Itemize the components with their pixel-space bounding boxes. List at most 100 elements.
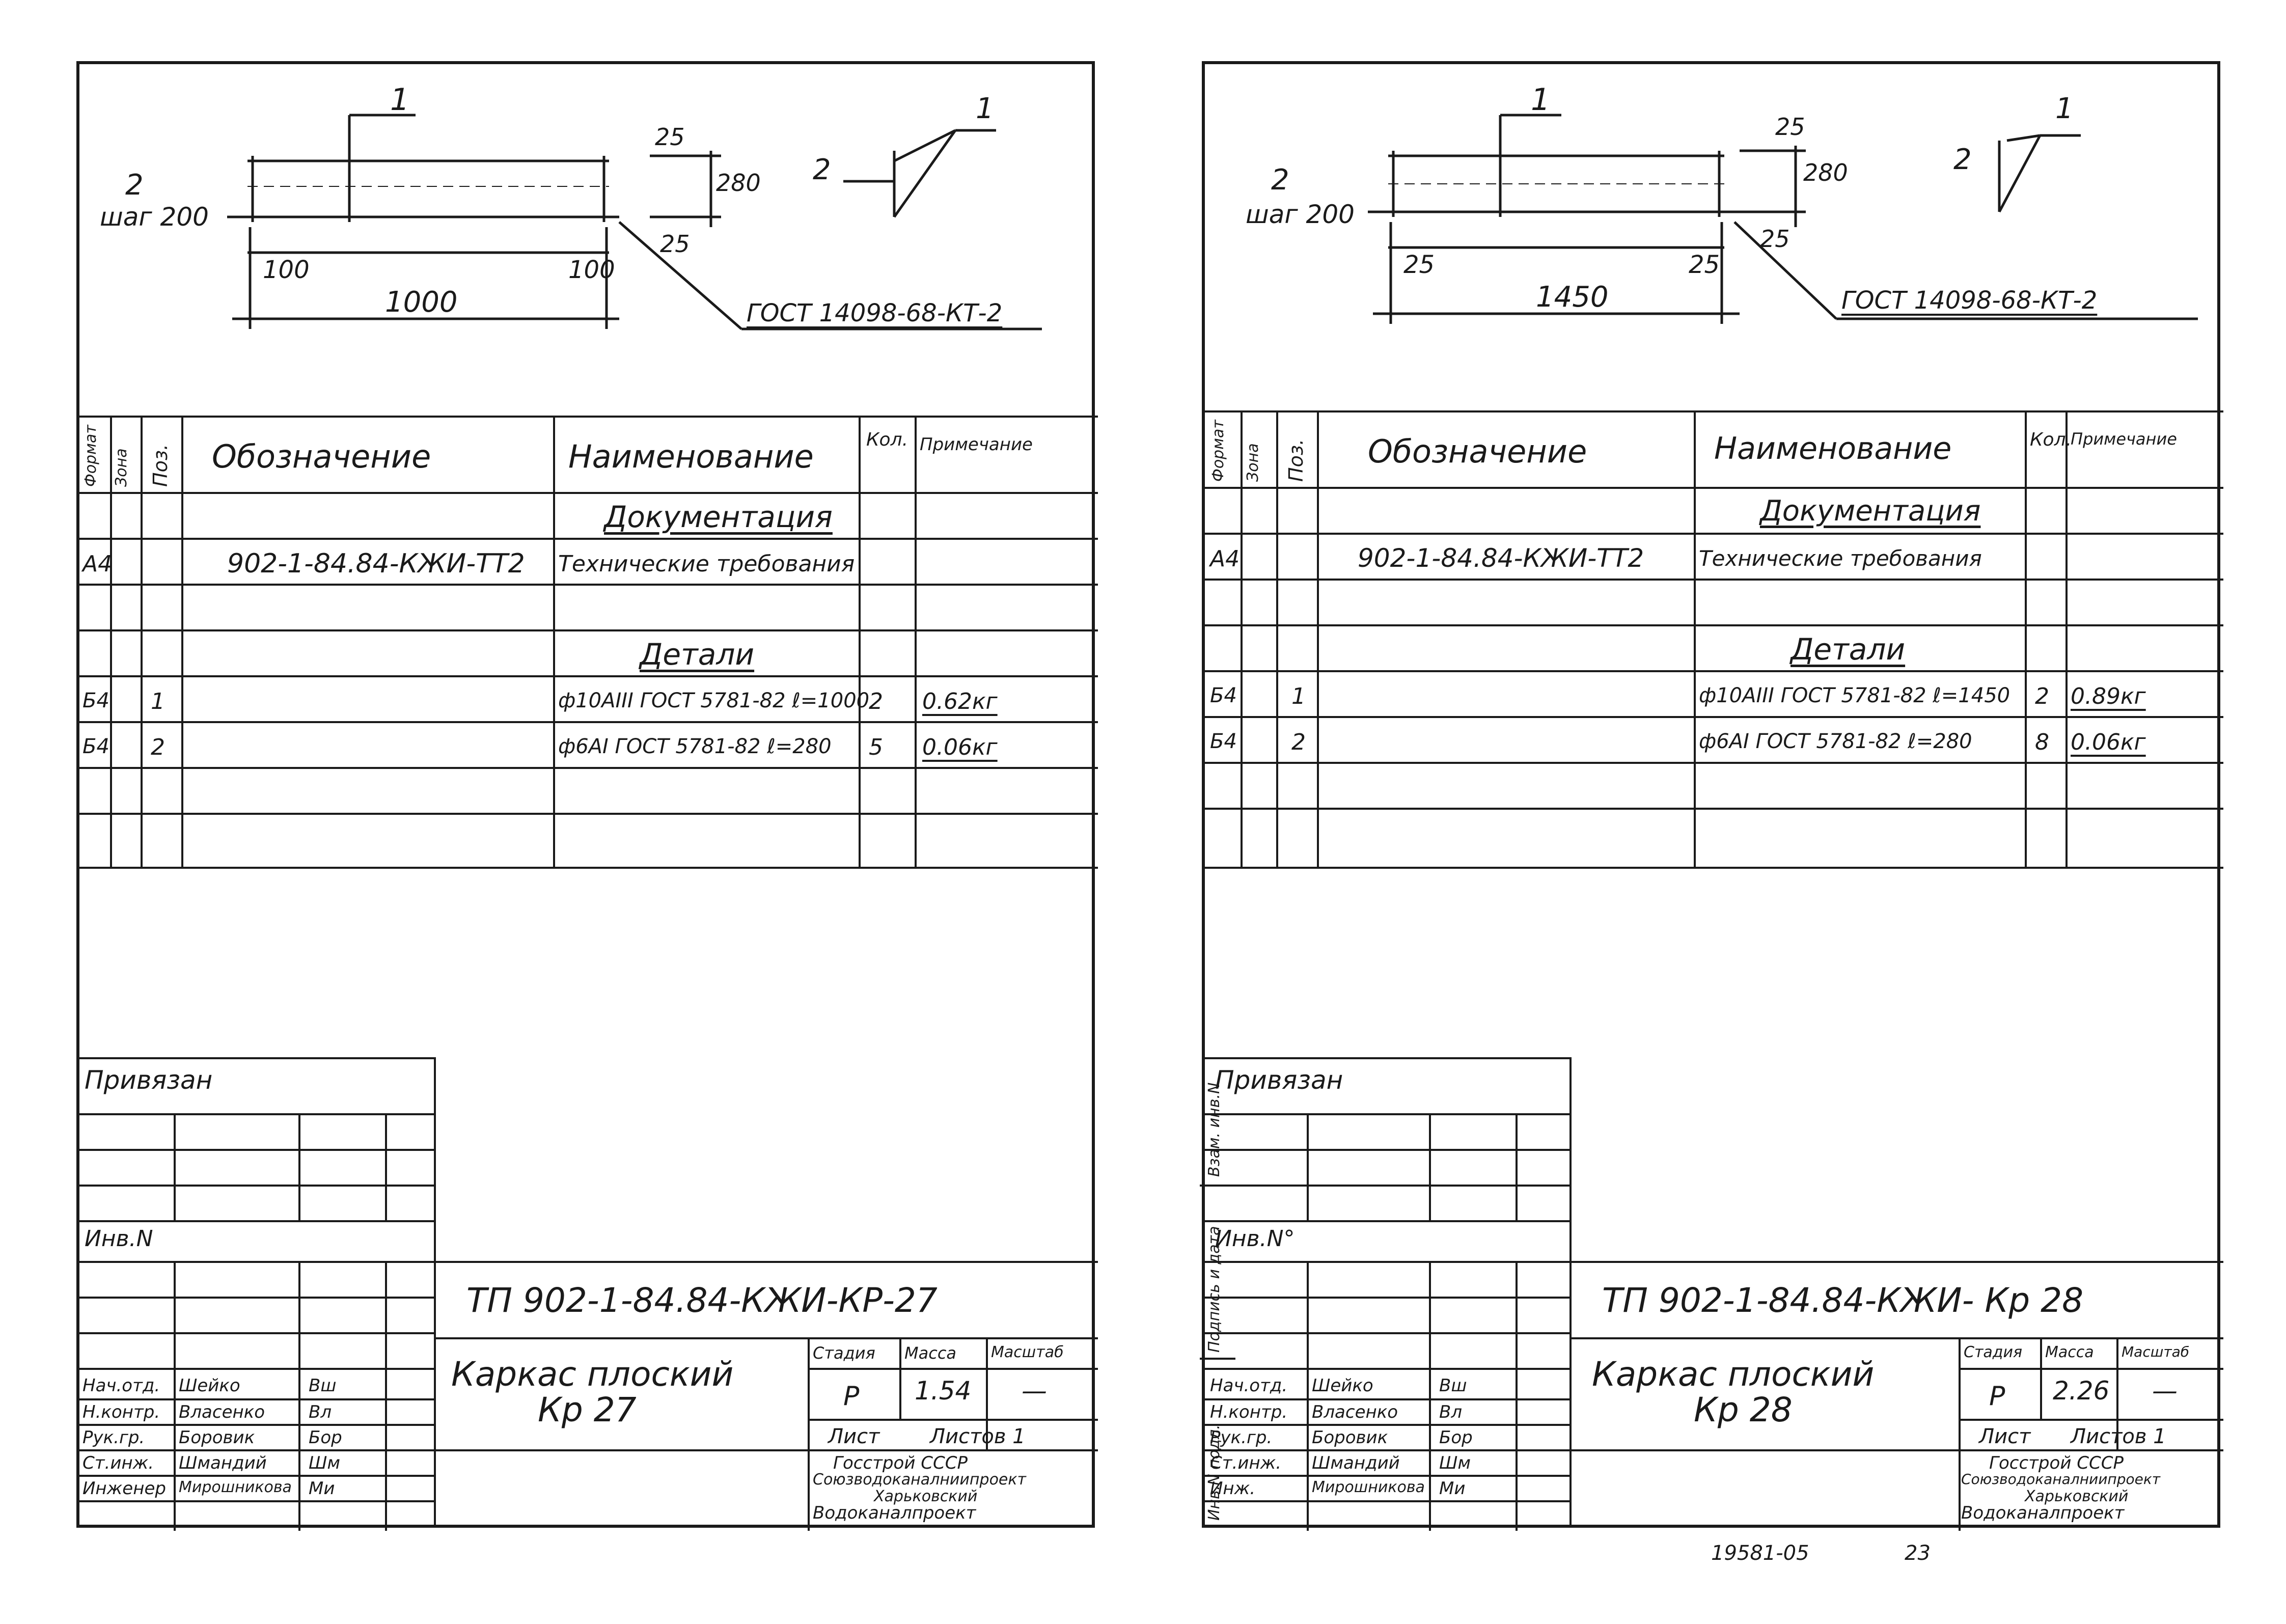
part2-note: 0.06кг (922, 734, 998, 760)
item-mark: Кр 27 (538, 1390, 637, 1429)
title-block: ТП 902-1-84.84-КЖИ- Кр 28 Каркас плоский… (1205, 1261, 2223, 1531)
org-line3: Харьковский (2025, 1488, 2129, 1505)
dim-end-left: 25 (1403, 251, 1435, 279)
attached-block: Привязан Инв.N (79, 1057, 436, 1528)
mass-label: Масса (2045, 1343, 2094, 1361)
dim-length: 1000 (385, 286, 458, 319)
person-name: Власенко (179, 1402, 265, 1422)
person-signature: Шм (1439, 1453, 1471, 1473)
sheets-label: Листов 1 (930, 1425, 1026, 1448)
person-role: Н.контр. (1210, 1402, 1288, 1422)
stage-value: Р (1989, 1381, 2005, 1412)
scale-label: Масштаб (991, 1343, 1064, 1361)
person-signature: Ми (1439, 1478, 1466, 1499)
org-line2: Союзводоканалниипроект (1961, 1471, 2161, 1488)
part1-qty: 2 (2035, 683, 2049, 709)
header-designation: Обозначение (1368, 433, 1587, 470)
sheet-label: Лист (828, 1425, 880, 1448)
doc-format: А4 (82, 551, 113, 577)
doc-name: Технические требования (558, 551, 855, 577)
dim-end-right: 25 (1689, 251, 1720, 279)
dim-280: 280 (716, 169, 761, 197)
person-name: Шейко (1312, 1375, 1373, 1396)
part1-format: Б4 (1210, 684, 1237, 707)
person-role: Ст.инж. (1210, 1453, 1282, 1473)
section-position-1: 1 (2055, 92, 2074, 125)
section-position-1: 1 (976, 92, 994, 125)
sheet-label: Лист (1979, 1425, 2031, 1448)
header-pos: Поз. (1285, 438, 1307, 482)
section-position-2: 2 (1953, 143, 1972, 176)
fold-line (1092, 61, 1094, 1528)
person-name: Боровик (179, 1427, 255, 1448)
attached-label: Привязан (85, 1065, 213, 1095)
person-signature: Вш (309, 1375, 337, 1396)
spec-table: Формат Зона Поз. Обозначение Наименовани… (79, 416, 1098, 869)
drawing-sheet-left: 1 2 шаг 200 100 100 1000 25 280 25 2 1 Г… (76, 61, 1098, 1531)
part1-pos: 1 (151, 689, 165, 714)
mass-value: 2.26 (2053, 1376, 2110, 1406)
frame-drawing-kr28 (1368, 114, 2198, 324)
person-role: Ст.инж. (82, 1453, 154, 1473)
org-line3: Харьковский (874, 1488, 978, 1505)
person-role: Инж. (1210, 1478, 1256, 1499)
section-parts: Детали (640, 637, 755, 672)
stage-value: Р (843, 1381, 860, 1412)
dim-280: 280 (1803, 159, 1848, 186)
part2-pos: 2 (151, 734, 165, 760)
part2-name: ф6АI ГОСТ 5781-82 ℓ=280 (1699, 730, 1972, 753)
part1-note: 0.89кг (2071, 683, 2146, 709)
org-line4: Водоканалпроект (1961, 1503, 2125, 1523)
header-qty: Кол. (2030, 429, 2072, 450)
position-1-label: 1 (390, 82, 410, 118)
header-name: Наименование (568, 438, 814, 475)
part2-qty: 8 (2035, 729, 2049, 755)
mass-value: 1.54 (915, 1376, 972, 1406)
drawing-code: ТП 902-1-84.84-КЖИ- Кр 28 (1602, 1281, 2084, 1320)
person-name: Власенко (1312, 1402, 1398, 1422)
dim-25-top: 25 (1775, 113, 1805, 141)
section-position-2: 2 (813, 153, 831, 186)
person-signature: Ми (309, 1478, 335, 1499)
org-line1: Госстрой СССР (1989, 1453, 2124, 1473)
part2-format: Б4 (82, 735, 109, 758)
scale-value: — (1022, 1376, 1047, 1406)
header-name: Наименование (1714, 431, 1952, 466)
person-name: Мирошникова (1312, 1478, 1425, 1496)
position-2-label: 2 (125, 169, 144, 202)
frame-drawing-kr27 (227, 114, 1042, 331)
gost-note: ГОСТ 14098-68-КТ-2 (747, 299, 1003, 327)
person-name: Шмандий (179, 1453, 267, 1473)
dim-end-right: 100 (568, 256, 615, 284)
archive-number: 19581-05 (1711, 1542, 1809, 1565)
dim-25-bottom: 25 (1760, 225, 1790, 253)
header-zone: Зона (113, 448, 130, 487)
item-title: Каркас плоский (451, 1355, 734, 1394)
person-name: Шмандий (1312, 1453, 1400, 1473)
person-role: Н.контр. (82, 1402, 160, 1422)
person-role: Рук.гр. (82, 1427, 145, 1448)
header-qty: Кол. (866, 429, 908, 450)
doc-format: А4 (1210, 546, 1240, 572)
part1-name: ф10АIII ГОСТ 5781-82 ℓ=1000 (558, 689, 870, 712)
doc-designation: 902-1-84.84-КЖИ-ТТ2 (1358, 543, 1644, 573)
pitch-label: шаг 200 (100, 202, 209, 232)
person-role: Нач.отд. (1210, 1375, 1288, 1396)
header-zone: Зона (1244, 443, 1262, 482)
header-pos: Поз. (149, 444, 172, 487)
part1-qty: 2 (869, 689, 883, 714)
stage-label: Стадия (813, 1343, 875, 1363)
person-signature: Шм (309, 1453, 341, 1473)
position-1-label: 1 (1531, 82, 1551, 118)
section-documentation: Документация (1760, 494, 1981, 528)
dim-25-top: 25 (655, 123, 685, 151)
doc-designation: 902-1-84.84-КЖИ-ТТ2 (227, 548, 525, 579)
header-note: Примечание (2071, 429, 2177, 449)
title-block: ТП 902-1-84.84-КЖИ-КР-27 Каркас плоский … (79, 1261, 1098, 1531)
person-name: Мирошникова (179, 1478, 292, 1496)
stage-label: Стадия (1964, 1343, 2023, 1361)
mass-label: Масса (904, 1343, 957, 1363)
person-role: Рук.гр. (1210, 1427, 1273, 1448)
person-signature: Вл (309, 1402, 332, 1422)
item-title: Каркас плоский (1592, 1355, 1875, 1394)
